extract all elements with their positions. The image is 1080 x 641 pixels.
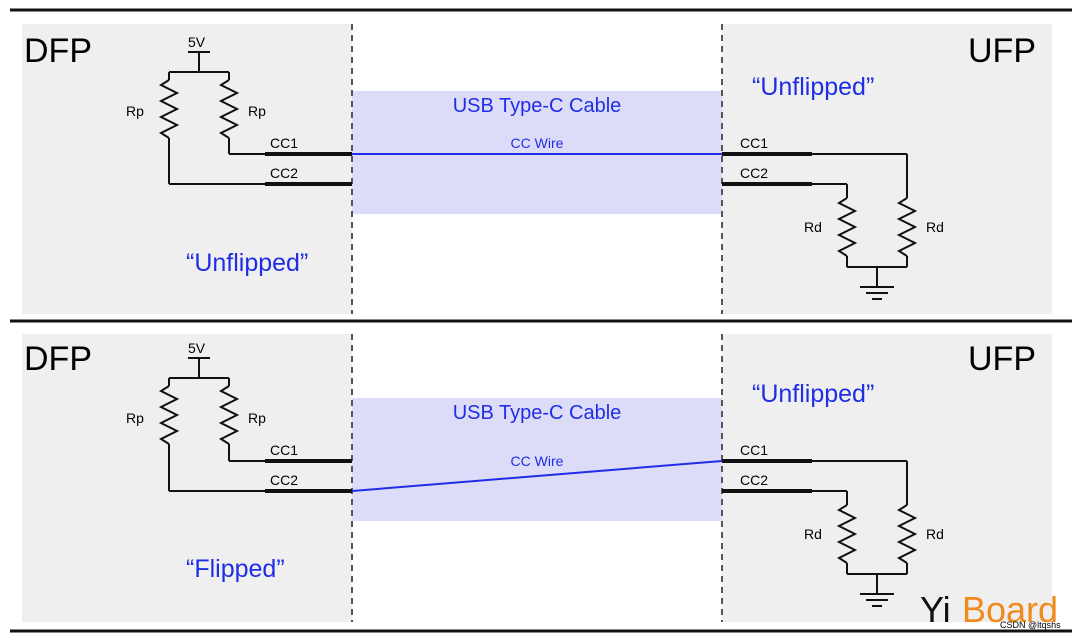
ufp-cc2-label: CC2	[740, 165, 768, 181]
dfp-area	[22, 334, 352, 622]
voltage-label: 5V	[188, 34, 206, 50]
ufp-circuit	[812, 153, 918, 300]
cc-wire	[351, 460, 723, 492]
rd-resistor-right	[896, 504, 918, 564]
dfp-circuit	[158, 51, 265, 185]
dfp-cc1-label: CC1	[270, 135, 298, 151]
rd-right-label: Rd	[926, 526, 944, 542]
rp-left-label: Rp	[126, 103, 144, 119]
cable-title: USB Type-C Cable	[453, 95, 622, 117]
cable-band	[352, 91, 722, 214]
ufp-orientation-status: “Unflipped”	[752, 380, 874, 408]
rd-resistor-left	[836, 197, 858, 257]
rd-left-label: Rd	[804, 219, 822, 235]
cable-band	[352, 398, 722, 521]
brand-board: Board	[962, 589, 1058, 630]
rp-left-label: Rp	[126, 410, 144, 426]
yiboard-logo: Yi Board	[920, 589, 1058, 630]
ufp-label: UFP	[968, 32, 1036, 70]
rp-resistor-left	[158, 385, 180, 445]
cc-wire-label: CC Wire	[511, 453, 564, 469]
ufp-cc1-label: CC1	[740, 442, 768, 458]
rd-resistor-right	[896, 197, 918, 257]
panel-unflipped: DFP UFP 5V Rp Rp CC1 CC2 USB Type-C Cabl…	[22, 24, 1052, 314]
ufp-orientation-status: “Unflipped”	[752, 73, 874, 101]
rp-right-label: Rp	[248, 103, 266, 119]
ufp-label: UFP	[968, 340, 1036, 378]
rp-resistor-left	[158, 79, 180, 139]
dfp-orientation-status: “Unflipped”	[186, 249, 308, 277]
rd-left-label: Rd	[804, 526, 822, 542]
ufp-circuit	[812, 460, 918, 607]
dfp-cc1-label: CC1	[270, 442, 298, 458]
panel-flipped: DFP UFP 5V Rp Rp CC1 CC2 USB Type-C Cabl…	[22, 334, 1052, 622]
rd-resistor-left	[836, 504, 858, 564]
cable-title: USB Type-C Cable	[453, 402, 622, 424]
dfp-orientation-status: “Flipped”	[186, 555, 285, 583]
brand-yi: Yi	[920, 589, 951, 630]
dfp-cc2-label: CC2	[270, 165, 298, 181]
dfp-cc2-label: CC2	[270, 472, 298, 488]
dfp-circuit	[158, 357, 265, 492]
dfp-label: DFP	[24, 32, 92, 70]
rp-resistor-right	[218, 79, 240, 139]
rp-resistor-right	[218, 385, 240, 445]
ufp-cc2-label: CC2	[740, 472, 768, 488]
cc-wire-label: CC Wire	[511, 135, 564, 151]
ufp-cc1-label: CC1	[740, 135, 768, 151]
voltage-label: 5V	[188, 340, 206, 356]
dfp-label: DFP	[24, 340, 92, 378]
rd-right-label: Rd	[926, 219, 944, 235]
ufp-area	[722, 24, 1052, 314]
csdn-watermark: CSDN @ltqshs	[1000, 620, 1061, 630]
rp-right-label: Rp	[248, 410, 266, 426]
